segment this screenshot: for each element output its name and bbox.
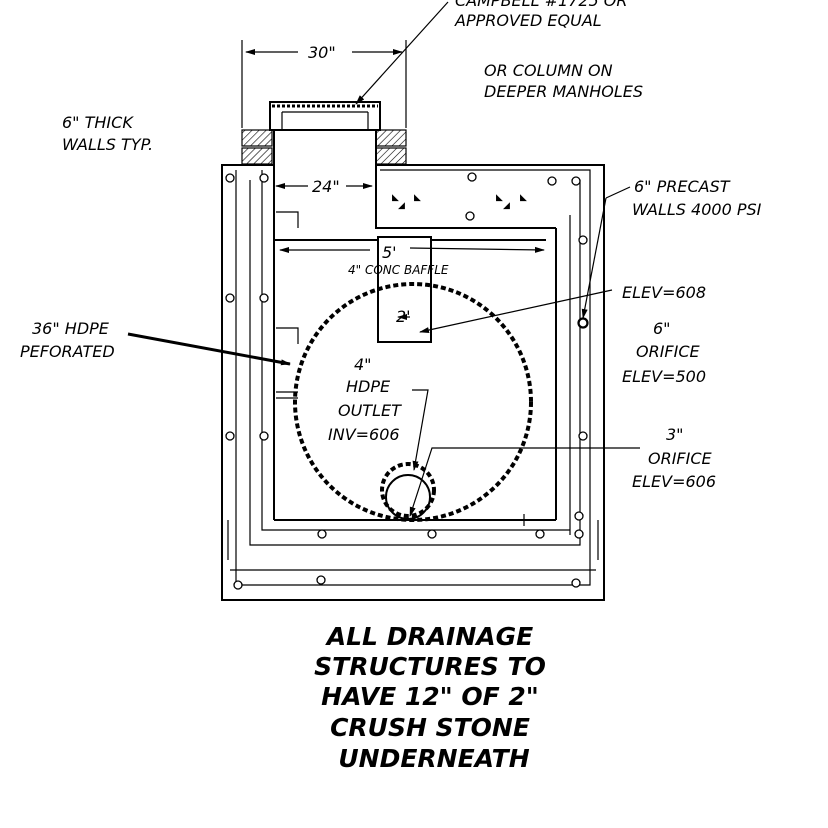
svg-text:◢: ◢ bbox=[398, 201, 405, 211]
rebar-dots bbox=[225, 172, 588, 590]
outlet-label-line1: 4" bbox=[354, 355, 372, 374]
svg-text:◣: ◣ bbox=[414, 193, 421, 203]
svg-text:◣: ◣ bbox=[392, 193, 399, 203]
note-line1: ALL DRAINAGE bbox=[325, 622, 533, 651]
note-line4: CRUSH STONE bbox=[330, 713, 530, 742]
column-label-line2: DEEPER MANHOLES bbox=[484, 82, 643, 101]
svg-text:◣: ◣ bbox=[496, 193, 503, 203]
note-line2: STRUCTURES TO bbox=[314, 652, 546, 681]
casting-label-line1: CAMPBELL #1725 OR bbox=[455, 0, 628, 10]
walls-label-line1: 6" THICK bbox=[62, 113, 134, 132]
dimension-5ft bbox=[274, 239, 546, 253]
hdpe36-label-line1: 36" HDPE bbox=[32, 319, 110, 338]
svg-text:◣: ◣ bbox=[520, 193, 527, 203]
ladder-rungs bbox=[276, 211, 299, 399]
hdpe-36-pipe bbox=[293, 282, 533, 522]
precast-label-line2: WALLS 4000 PSI bbox=[632, 200, 762, 219]
precast-label-line1: 6" PRECAST bbox=[634, 177, 731, 196]
baffle-width-label: 2' bbox=[396, 307, 411, 326]
concrete-aggregate: ◣◢ ◣ ◣◢ ◣ bbox=[392, 193, 527, 211]
outlet-label-line4: INV=606 bbox=[328, 425, 400, 444]
orifice3-label-line2: ORIFICE bbox=[648, 449, 713, 468]
walls-label-line2: WALLS TYP. bbox=[62, 135, 153, 154]
outlet-label-line3: OUTLET bbox=[338, 401, 402, 420]
outlet-label-line2: HDPE bbox=[346, 377, 391, 396]
inner-width-label: 5' bbox=[382, 243, 397, 262]
leader-lines bbox=[127, 183, 640, 517]
orifice3-label-line1: 3" bbox=[666, 425, 684, 444]
neck-width-label: 24" bbox=[312, 177, 340, 196]
note-line5: UNDERNEATH bbox=[338, 744, 529, 773]
orifice-3 bbox=[385, 474, 431, 520]
note-line3: HAVE 12" OF 2" bbox=[321, 682, 539, 711]
hdpe-4-outlet bbox=[380, 462, 436, 518]
orifice6-label-line1: 6" bbox=[653, 319, 671, 338]
drainage-note: ALL DRAINAGE STRUCTURES TO HAVE 12" OF 2… bbox=[314, 622, 546, 773]
manhole-walls bbox=[221, 130, 605, 601]
hdpe36-label-line2: PEFORATED bbox=[20, 342, 115, 361]
baffle-label: 4" CONC BAFFLE bbox=[348, 263, 449, 277]
orifice6-label-line3: ELEV=500 bbox=[622, 367, 706, 386]
orifice6-label-line2: ORIFICE bbox=[636, 342, 701, 361]
orifice3-label-line3: ELEV=606 bbox=[632, 472, 716, 491]
frame-and-cover bbox=[241, 1, 449, 165]
casting-label-line2: APPROVED EQUAL bbox=[454, 11, 602, 30]
svg-text:◢: ◢ bbox=[503, 201, 510, 211]
opening-width-label: 30" bbox=[308, 43, 336, 62]
column-label-line1: OR COLUMN ON bbox=[484, 61, 613, 80]
elev-608-label: ELEV=608 bbox=[622, 283, 706, 302]
